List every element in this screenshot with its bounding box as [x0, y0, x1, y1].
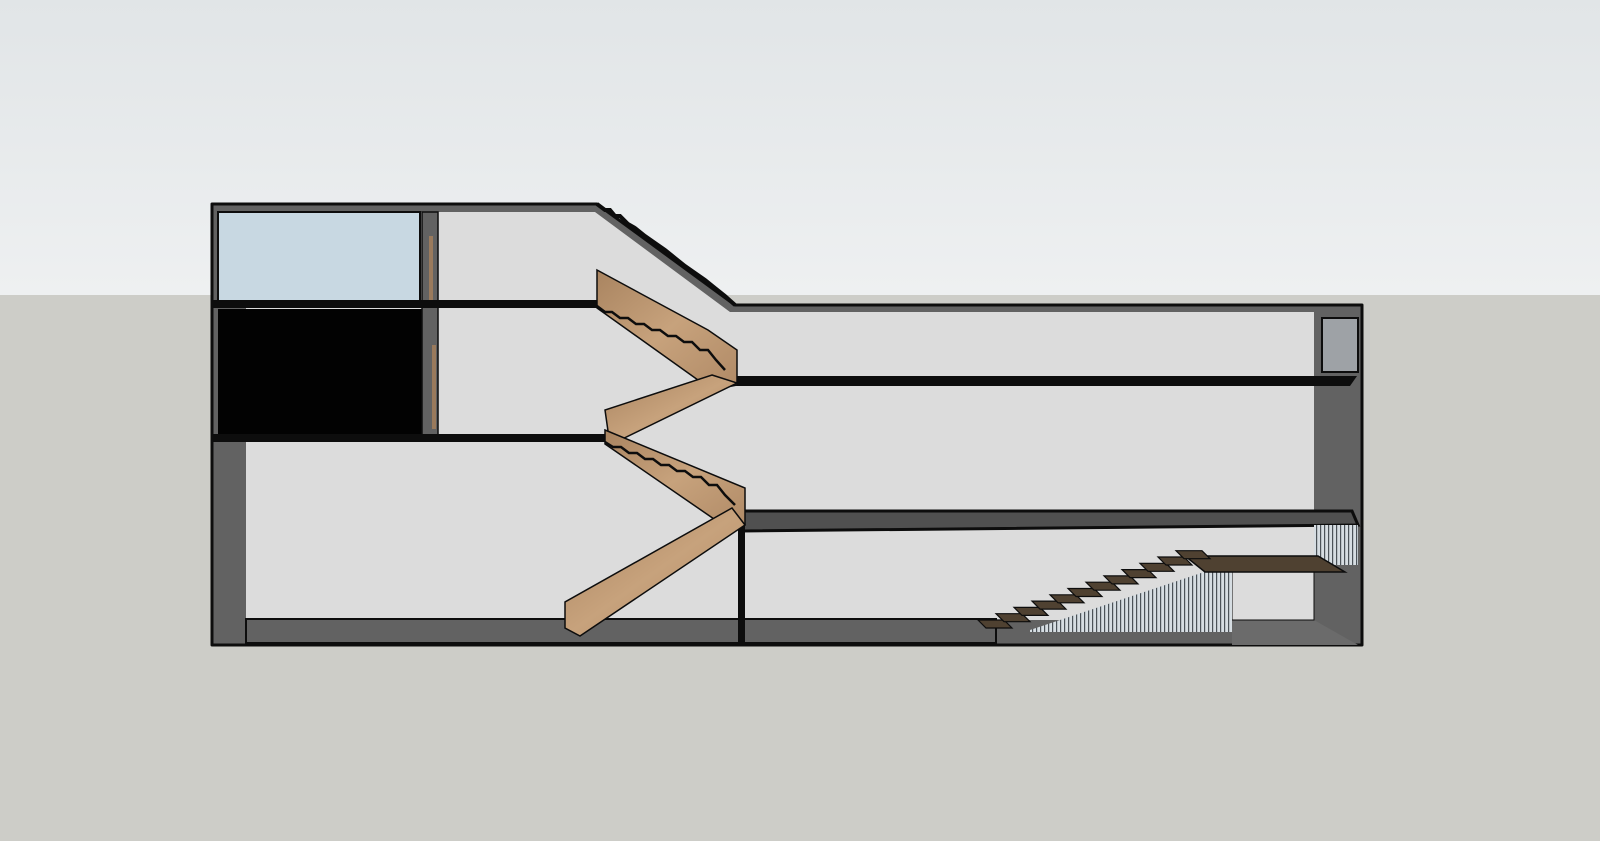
side-window [1321, 317, 1359, 373]
floor-slab [212, 434, 610, 442]
main-stair[interactable] [564, 268, 747, 637]
building-section[interactable] [210, 202, 1364, 647]
under-stair-balusters [1030, 570, 1232, 632]
column [738, 520, 745, 642]
step-nosings [596, 305, 726, 371]
roof-slope [595, 202, 737, 307]
glass-window [217, 211, 421, 304]
stair-tread [1174, 550, 1212, 560]
floor-slab [212, 300, 597, 308]
landing [1182, 555, 1348, 573]
stair-flight [596, 268, 738, 391]
door [432, 345, 436, 429]
lower-right-inner [1231, 571, 1315, 621]
cascade-stair[interactable] [976, 525, 1358, 632]
door [429, 236, 433, 300]
step-nosings [604, 440, 736, 506]
floor-slab [730, 376, 1357, 386]
stair-flight [564, 507, 747, 637]
dark-room [218, 309, 426, 439]
ground-slab [245, 618, 997, 644]
